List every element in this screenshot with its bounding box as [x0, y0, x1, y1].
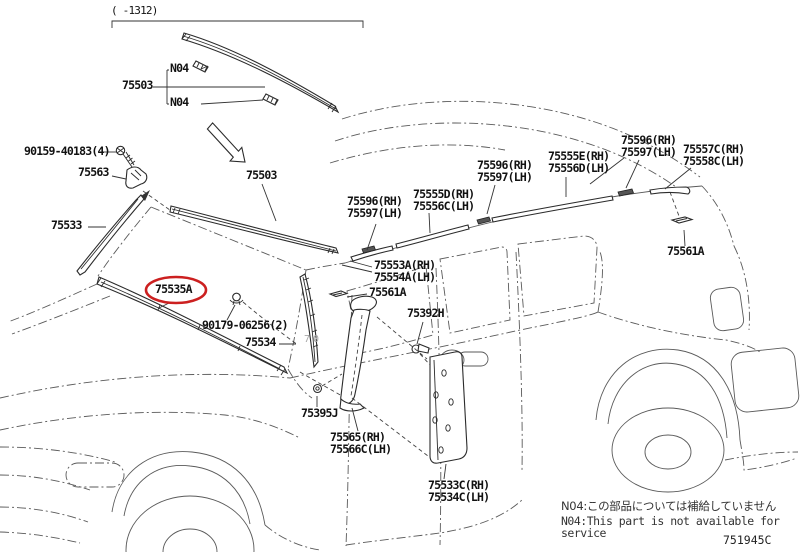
part-label-75596-75597-mid[interactable]: 75596(RH) 75597(LH): [477, 158, 533, 184]
drip-joint-cover-rear: [617, 188, 635, 197]
figure-number: 751945C: [723, 533, 772, 547]
part-label-75535a-highlighted[interactable]: 75535A: [155, 282, 193, 296]
clip-75563: [125, 166, 171, 211]
bolt-75395j: [312, 373, 343, 394]
a-pillar-moulding-75533: [76, 190, 150, 276]
screw-90159-40183: [115, 145, 136, 168]
part-label-75534[interactable]: 75534: [245, 335, 276, 349]
clip-75561a-front: [328, 290, 349, 298]
n04-clip-top: [192, 60, 209, 73]
note-english: N04:This part is not available for servi…: [561, 514, 780, 540]
ref-mark-70: 70: [304, 334, 323, 345]
part-label-75395j[interactable]: 75395J: [301, 406, 339, 420]
part-label-75555e-75556d[interactable]: 75555E(RH) 75556D(LH): [548, 149, 610, 175]
leader-lines: [88, 151, 692, 480]
dimension-note: ( -1312): [111, 4, 158, 17]
clip-75561a-rear: [669, 191, 694, 224]
tail-lamp: [709, 286, 745, 332]
front-wheel: [125, 495, 255, 552]
rear-wheel: [611, 407, 725, 493]
part-label-75557c-75558c[interactable]: 75557C(RH) 75558C(LH): [683, 142, 745, 168]
grommet-90179-06256: [229, 292, 244, 306]
part-label-75392h[interactable]: 75392H: [407, 306, 445, 320]
n04-clip-bottom: [262, 93, 279, 106]
part-label-75503-exploded[interactable]: 75503: [122, 78, 153, 92]
part-label-75596-75597-rear[interactable]: 75596(RH) 75597(LH): [621, 133, 677, 159]
pillar-garnish-75565: [299, 295, 432, 457]
front-roof-moulding-exploded: [153, 32, 340, 114]
part-label-75553a-75554a[interactable]: 75553A(RH) 75554A(LH): [374, 258, 436, 284]
part-label-75561a-front[interactable]: 75561A: [369, 285, 407, 299]
a-pillar-moulding-75534: [299, 273, 319, 369]
car-body-outline: [0, 100, 800, 552]
grommet-75392h: [411, 343, 430, 354]
part-label-90179-06256[interactable]: 90179-06256(2): [202, 318, 289, 332]
part-label-75555d-75556c[interactable]: 75555D(RH) 75556C(LH): [413, 187, 475, 213]
part-label-75565-75566c[interactable]: 75565(RH) 75566C(LH): [330, 430, 392, 456]
drip-joint-cover-front: [361, 245, 377, 254]
highlight-oval-75535a[interactable]: [144, 275, 208, 305]
part-label-75561a-rear[interactable]: 75561A: [667, 244, 705, 258]
front-roof-moulding-75503-installed: [169, 205, 339, 255]
note-japanese: N04:この部品については補給していません: [561, 499, 777, 513]
roof-drip-mouldings: [350, 186, 691, 262]
part-label-75533[interactable]: 75533: [51, 218, 82, 232]
part-label-75563[interactable]: 75563: [78, 165, 109, 179]
drip-joint-cover-mid: [476, 216, 492, 225]
direction-arrow: [206, 122, 246, 163]
part-label-90159-40183[interactable]: 90159-40183(4): [24, 144, 111, 158]
part-label-n04-top[interactable]: N04: [170, 61, 189, 75]
part-label-75596-75597-front[interactable]: 75596(RH) 75597(LH): [347, 194, 403, 220]
part-label-75503-roof[interactable]: 75503: [246, 168, 277, 182]
part-label-75533c-75534c[interactable]: 75533C(RH) 75534C(LH): [428, 478, 490, 504]
pillar-outside-garnish-75533c: [429, 351, 468, 464]
dimension-bracket: [111, 20, 364, 28]
part-label-n04-bottom[interactable]: N04: [170, 95, 189, 109]
rear-bumper: [730, 347, 800, 413]
